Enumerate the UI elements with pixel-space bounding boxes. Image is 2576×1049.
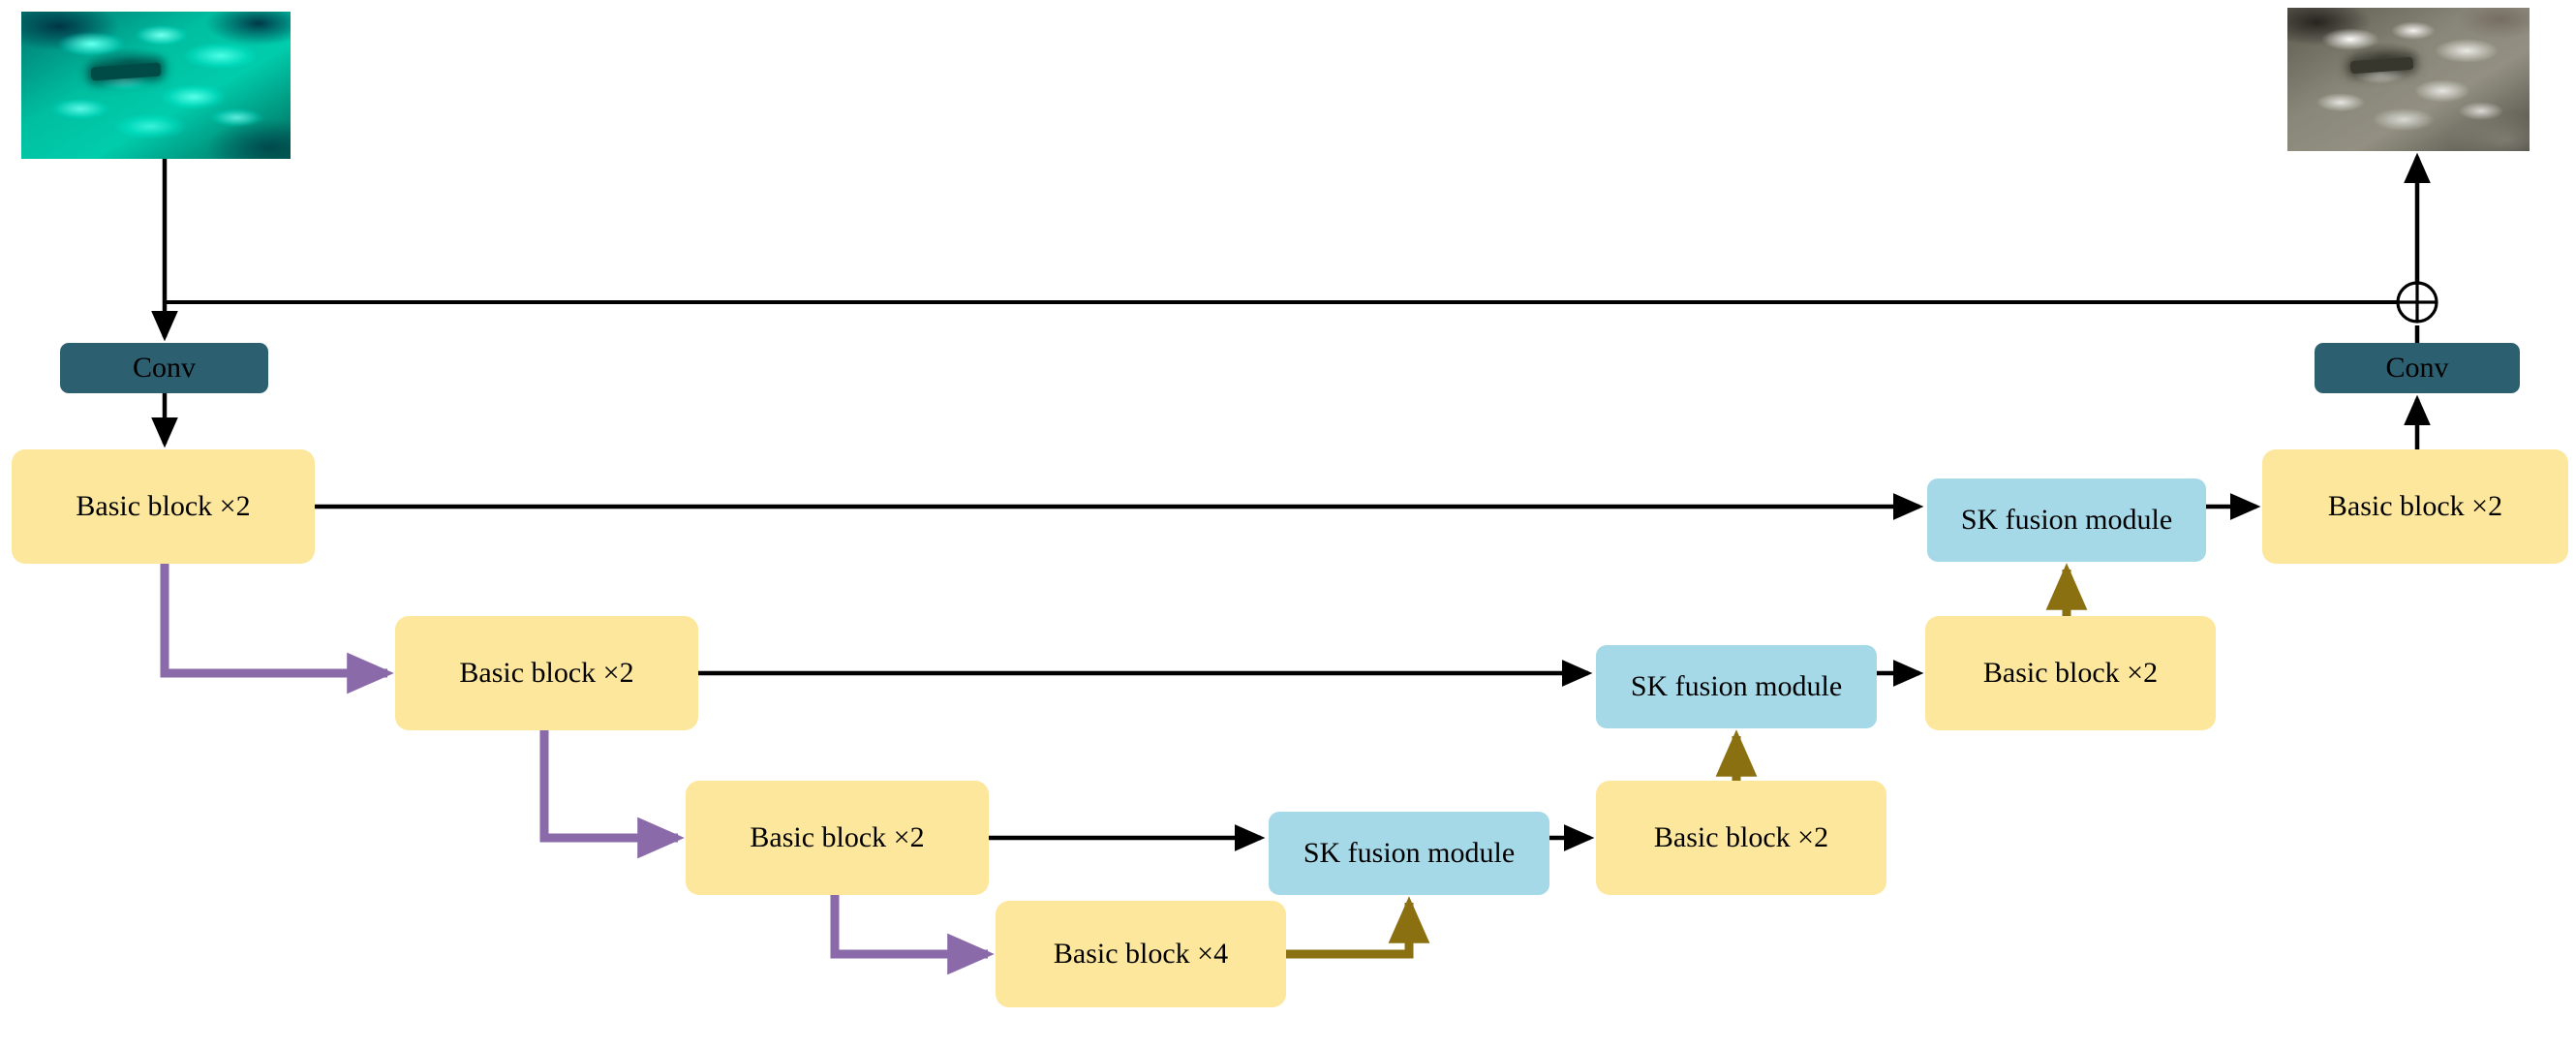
node-dec3: Basic block ×2 xyxy=(1596,781,1886,895)
edge-enc2-to-enc3-downsample xyxy=(539,730,685,859)
node-label: Basic block ×2 xyxy=(750,821,925,853)
node-skf3: SK fusion module xyxy=(1269,812,1549,895)
edge-enc3-to-bottleneck-downsample xyxy=(830,895,995,975)
node-dec1: Basic block ×2 xyxy=(2262,449,2568,564)
node-enc3: Basic block ×2 xyxy=(686,781,989,895)
node-bottleneck: Basic block ×4 xyxy=(996,901,1286,1007)
edge-bottleneck-to-skf3-upsample xyxy=(1286,896,1430,959)
node-enc2: Basic block ×2 xyxy=(395,616,698,730)
node-skf1: SK fusion module xyxy=(1927,478,2206,562)
node-conv-in: Conv xyxy=(60,343,268,393)
restored-output-image xyxy=(2287,8,2530,151)
node-dec2: Basic block ×2 xyxy=(1925,616,2216,730)
node-label: Basic block ×2 xyxy=(2327,490,2503,522)
node-label: Conv xyxy=(132,352,196,384)
node-label: Basic block ×2 xyxy=(459,657,634,689)
input-image-texture xyxy=(21,12,291,159)
node-label: Basic block ×2 xyxy=(1982,657,2159,689)
edge-enc1-to-enc2-downsample xyxy=(160,564,394,694)
node-skf2: SK fusion module xyxy=(1596,645,1877,728)
node-enc1: Basic block ×2 xyxy=(12,449,315,564)
node-label: SK fusion module xyxy=(1630,670,1843,702)
node-label: Basic block ×2 xyxy=(76,490,251,522)
node-conv-out: Conv xyxy=(2315,343,2520,393)
node-label: Conv xyxy=(2385,352,2449,384)
node-label: SK fusion module xyxy=(1960,504,2173,536)
underwater-input-image xyxy=(21,12,291,159)
node-label: Basic block ×2 xyxy=(1653,821,1829,853)
addition-operator xyxy=(2396,281,2438,324)
output-image-texture xyxy=(2287,8,2530,151)
node-label: SK fusion module xyxy=(1303,837,1516,869)
node-label: Basic block ×4 xyxy=(1053,938,1229,970)
